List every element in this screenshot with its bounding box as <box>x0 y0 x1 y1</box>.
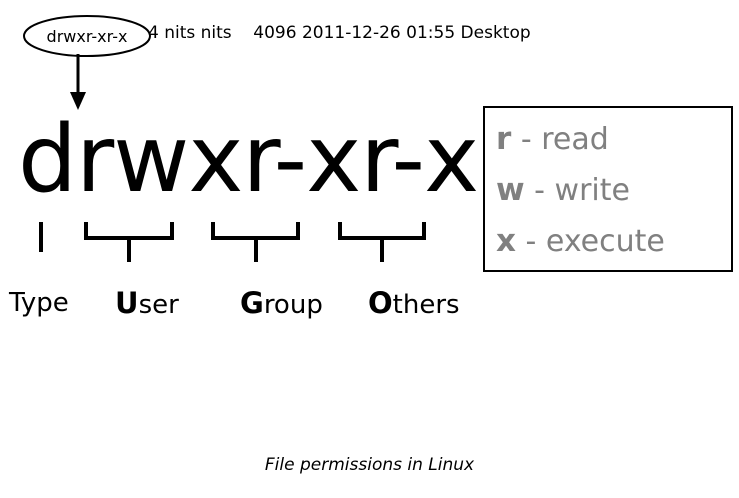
label-others: Others <box>368 286 460 320</box>
label-user: User <box>115 286 179 320</box>
legend-text-write: - write <box>524 173 630 208</box>
label-others-text: thers <box>392 290 460 320</box>
group-bracket-marks <box>39 222 426 262</box>
figure-caption: File permissions in Linux <box>264 455 475 475</box>
legend-key-w: w <box>496 172 525 208</box>
label-group: Group <box>240 286 323 320</box>
legend-key-x: x <box>496 223 516 259</box>
label-user-initial: U <box>115 286 139 320</box>
label-user-text: ser <box>138 290 179 320</box>
legend-box: r - read w - write x - execute <box>483 106 733 272</box>
legend-row-write: w - write <box>496 165 731 216</box>
down-arrow-icon <box>70 54 86 110</box>
permission-string-large: drwxr-xr-x <box>18 105 479 213</box>
label-group-initial: G <box>240 286 264 320</box>
label-group-text: roup <box>263 290 323 320</box>
legend-text-execute: - execute <box>516 224 665 259</box>
label-type: Type <box>9 288 69 318</box>
permission-string-bubble-text: drwxr-xr-x <box>46 26 128 46</box>
bracket-group <box>211 222 300 262</box>
ellipse-shape <box>23 15 151 57</box>
legend-key-r: r <box>496 121 512 157</box>
permission-string-callout: drwxr-xr-x <box>22 14 152 58</box>
legend-text-read: - read <box>511 122 609 157</box>
bracket-others <box>338 222 426 262</box>
legend-row-read: r - read <box>496 114 731 165</box>
legend-row-execute: x - execute <box>496 216 731 267</box>
label-type-text: Type <box>9 288 69 318</box>
bracket-user <box>84 222 174 262</box>
ls-listing-rest: 4 nits nits 4096 2011-12-26 01:55 Deskto… <box>148 23 531 43</box>
label-others-initial: O <box>368 286 393 320</box>
